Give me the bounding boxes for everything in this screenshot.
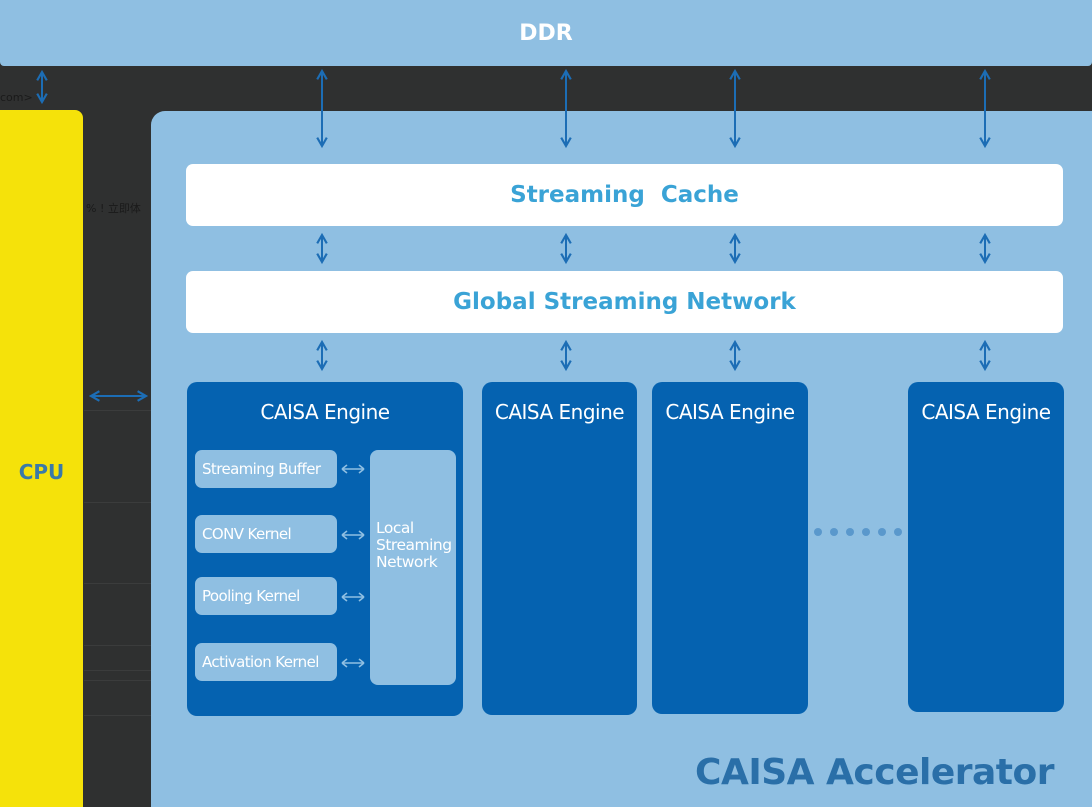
engine-title: CAISA Engine bbox=[494, 400, 625, 424]
bg-divider bbox=[84, 670, 152, 671]
bg-divider bbox=[84, 645, 152, 646]
bidirectional-arrow-icon bbox=[341, 658, 365, 668]
caisa-accelerator: Streaming Cache Global Streaming Network… bbox=[151, 111, 1092, 807]
global-streaming-network-label: Global Streaming Network bbox=[453, 289, 796, 315]
cpu-block: CPU bbox=[0, 110, 83, 807]
background-text-fragment: com> bbox=[0, 91, 33, 104]
engine-title: CAISA Engine bbox=[665, 400, 795, 424]
caisa-engine-1: CAISA Engine Streaming Buffer CONV Kerne… bbox=[187, 382, 463, 716]
caisa-engine-n: CAISA Engine bbox=[908, 382, 1064, 712]
global-streaming-network: Global Streaming Network bbox=[186, 271, 1063, 333]
ellipsis-dot bbox=[846, 528, 854, 536]
ddr-block: DDR bbox=[0, 0, 1092, 66]
local-streaming-network: Local Streaming Network bbox=[370, 450, 456, 685]
kernel-label: Pooling Kernel bbox=[202, 587, 300, 605]
accelerator-label: CAISA Accelerator bbox=[695, 752, 1054, 793]
engine-title: CAISA Engine bbox=[921, 400, 1051, 424]
conv-kernel: CONV Kernel bbox=[195, 515, 337, 553]
cpu-label: CPU bbox=[18, 460, 65, 484]
activation-kernel: Activation Kernel bbox=[195, 643, 337, 681]
streaming-cache: Streaming Cache bbox=[186, 164, 1063, 226]
bg-divider bbox=[84, 583, 152, 584]
ellipsis-dot bbox=[878, 528, 886, 536]
caisa-engine-2: CAISA Engine bbox=[482, 382, 637, 715]
pooling-kernel: Pooling Kernel bbox=[195, 577, 337, 615]
kernel-label: Activation Kernel bbox=[202, 653, 319, 671]
streaming-buffer: Streaming Buffer bbox=[195, 450, 337, 488]
ddr-label: DDR bbox=[519, 20, 573, 46]
ellipsis-dot bbox=[862, 528, 870, 536]
bg-divider bbox=[84, 502, 152, 503]
bidirectional-arrow-icon bbox=[341, 464, 365, 474]
kernel-label: CONV Kernel bbox=[202, 525, 292, 543]
background-text-fragment: % ! 立即体 bbox=[86, 202, 141, 215]
bidirectional-arrow-icon bbox=[341, 530, 365, 540]
caisa-engine-3: CAISA Engine bbox=[652, 382, 808, 714]
engine-title: CAISA Engine bbox=[260, 400, 390, 424]
ellipsis-dot bbox=[894, 528, 902, 536]
kernel-label: Streaming Buffer bbox=[202, 460, 321, 478]
local-streaming-network-label: Local Streaming Network bbox=[376, 519, 452, 571]
bg-divider bbox=[84, 680, 152, 681]
ellipsis-dot bbox=[814, 528, 822, 536]
ellipsis-dot bbox=[830, 528, 838, 536]
streaming-cache-label: Streaming Cache bbox=[510, 182, 739, 208]
bidirectional-arrow-icon bbox=[341, 592, 365, 602]
bg-divider bbox=[84, 410, 152, 411]
bg-divider bbox=[84, 715, 152, 716]
